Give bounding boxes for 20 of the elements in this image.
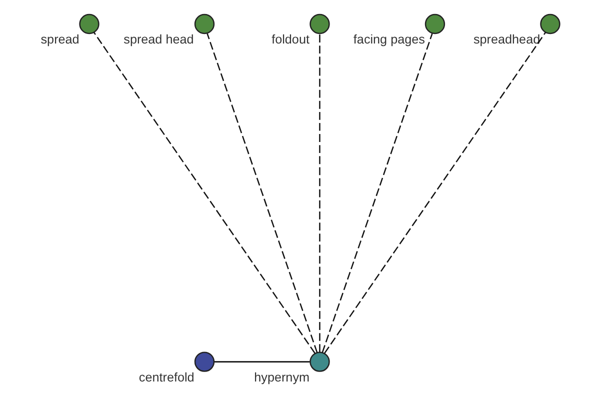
node-circle [310, 352, 330, 372]
node-circle [540, 14, 560, 34]
connector [324, 32, 546, 354]
node-label: foldout [272, 32, 310, 47]
connector [94, 32, 316, 354]
connector [206, 33, 318, 353]
node-circle [79, 14, 100, 34]
node-circle [194, 14, 215, 34]
node-label: centrefold [138, 370, 194, 384]
node-circle [194, 352, 215, 372]
connector [322, 33, 433, 353]
node-circle [310, 14, 330, 34]
node-label: facing pages [353, 32, 425, 47]
node-label: spread [40, 32, 80, 47]
node-label: spread head [124, 32, 194, 47]
node-circle [424, 14, 446, 34]
node-label: hypernym [254, 370, 310, 384]
connector [214, 361, 310, 362]
node-label: spreadhead [473, 32, 540, 47]
connector [319, 34, 320, 352]
